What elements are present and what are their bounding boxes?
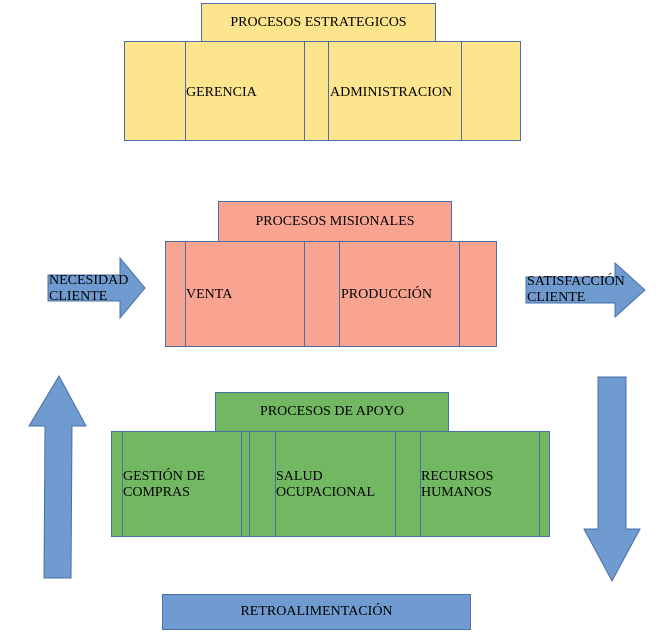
divider [420, 432, 421, 536]
input-arrow-label: NECESIDAD CLIENTE [49, 273, 129, 304]
process-produccion: PRODUCCIÓN [341, 287, 433, 302]
output-arrow-label: SATISFACCIÓN CLIENTE [527, 274, 625, 305]
support-title-box: PROCESOS DE APOYO [215, 392, 449, 432]
divider [304, 242, 305, 346]
missional-title: PROCESOS MISIONALES [255, 213, 415, 229]
support-title: PROCESOS DE APOYO [260, 404, 404, 419]
process-gerencia: GERENCIA [186, 85, 257, 100]
strategic-processes-box: GERENCIA ADMINISTRACION [124, 41, 521, 141]
feedback-label: RETROALIMENTACIÓN [240, 604, 393, 619]
divider [461, 42, 462, 140]
divider [459, 242, 460, 346]
divider [339, 242, 340, 346]
divider [249, 432, 250, 536]
missional-title-box: PROCESOS MISIONALES [218, 201, 452, 242]
strategic-title-box: PROCESOS ESTRATEGICOS [201, 3, 436, 42]
divider [304, 42, 305, 140]
divider [395, 432, 396, 536]
divider [241, 432, 242, 536]
missional-processes-box: VENTA PRODUCCIÓN [165, 241, 497, 347]
divider [539, 432, 540, 536]
process-administracion: ADMINISTRACION [330, 85, 453, 100]
process-recursos-humanos: RECURSOS HUMANOS [421, 469, 494, 500]
divider [185, 42, 186, 140]
process-salud-ocupacional: SALUD OCUPACIONAL [276, 469, 376, 500]
divider [122, 432, 123, 536]
feedback-box: RETROALIMENTACIÓN [162, 594, 471, 630]
divider [185, 242, 186, 346]
divider [328, 42, 329, 140]
process-venta: VENTA [186, 287, 233, 302]
process-gestion-compras: GESTIÓN DE COMPRAS [123, 469, 206, 500]
strategic-title: PROCESOS ESTRATEGICOS [230, 14, 407, 30]
support-processes-box: GESTIÓN DE COMPRAS SALUD OCUPACIONAL REC… [111, 431, 550, 537]
divider [275, 432, 276, 536]
